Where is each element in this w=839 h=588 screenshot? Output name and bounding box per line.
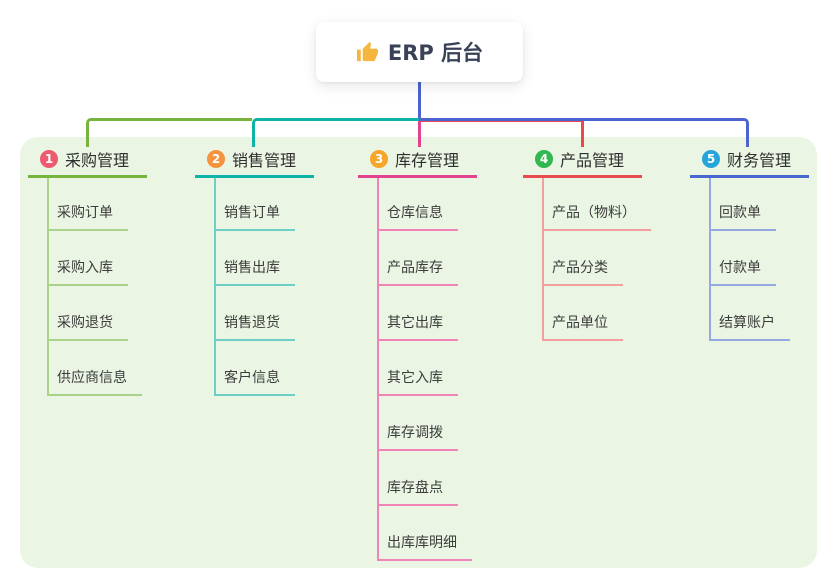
branch-purchase: 1 采购管理 采购订单 采购入库 采购退货 供应商信息	[28, 148, 188, 396]
branch4-connector-drop	[581, 121, 584, 147]
branch-spine-line	[709, 178, 711, 339]
branch-number-badge: 5	[702, 150, 720, 168]
leaf-node[interactable]: 其它入库	[377, 367, 458, 396]
branch-number-badge: 4	[535, 150, 553, 168]
leaf-node[interactable]: 库存调拨	[377, 422, 458, 451]
branch3-connector-drop	[418, 121, 421, 147]
branch-title-label: 产品管理	[560, 151, 625, 170]
branch-number-badge: 3	[370, 150, 388, 168]
branch-sales: 2 销售管理 销售订单 销售出库 销售退货 客户信息	[195, 148, 355, 396]
leaf-node[interactable]: 出库库明细	[377, 532, 472, 561]
branch-inventory: 3 库存管理 仓库信息 产品库存 其它出库 其它入库 库存调拨 库存盘点 出库库…	[358, 148, 518, 561]
branch-number-badge: 2	[207, 150, 225, 168]
branch-number-badge: 1	[40, 150, 58, 168]
branch2-connector-line	[252, 118, 419, 147]
branches-panel-background	[20, 137, 817, 568]
branch-spine-line	[214, 178, 216, 394]
leaf-node[interactable]: 产品（物料）	[542, 202, 651, 231]
root-node[interactable]: ERP 后台	[316, 22, 523, 82]
leaf-node[interactable]: 其它出库	[377, 312, 458, 341]
branch-spine-line	[47, 178, 49, 394]
leaf-node[interactable]: 采购订单	[47, 202, 128, 231]
leaf-node[interactable]: 付款单	[709, 257, 776, 286]
leaf-node[interactable]: 供应商信息	[47, 367, 142, 396]
branch-title-node[interactable]: 3 库存管理	[358, 148, 477, 178]
leaf-node[interactable]: 采购入库	[47, 257, 128, 286]
leaf-node[interactable]: 采购退货	[47, 312, 128, 341]
leaf-node[interactable]: 仓库信息	[377, 202, 458, 231]
leaf-node[interactable]: 回款单	[709, 202, 776, 231]
leaf-node[interactable]: 产品库存	[377, 257, 458, 286]
branch-title-label: 采购管理	[65, 151, 130, 170]
branch-title-label: 库存管理	[395, 151, 460, 170]
branch-title-node[interactable]: 2 销售管理	[195, 148, 314, 178]
branch-title-label: 销售管理	[232, 151, 297, 170]
branch-spine-line	[377, 178, 379, 559]
root-node-label: ERP 后台	[387, 41, 484, 65]
leaf-node[interactable]: 产品单位	[542, 312, 623, 341]
branch-title-node[interactable]: 4 产品管理	[523, 148, 642, 178]
branch1-connector-line	[86, 118, 252, 147]
leaf-node[interactable]: 客户信息	[214, 367, 295, 396]
thumbs-up-icon	[356, 41, 379, 64]
leaf-node[interactable]: 库存盘点	[377, 477, 458, 506]
branch-title-label: 财务管理	[727, 151, 792, 170]
branch-title-node[interactable]: 5 财务管理	[690, 148, 809, 178]
branch-title-node[interactable]: 1 采购管理	[28, 148, 147, 178]
branch5-connector-line	[419, 118, 749, 147]
leaf-node[interactable]: 结算账户	[709, 312, 790, 341]
leaf-node[interactable]: 销售退货	[214, 312, 295, 341]
leaf-node[interactable]: 产品分类	[542, 257, 623, 286]
branch-spine-line	[542, 178, 544, 339]
root-connector-line	[418, 82, 421, 119]
leaf-node[interactable]: 销售出库	[214, 257, 295, 286]
branch-finance: 5 财务管理 回款单 付款单 结算账户	[690, 148, 839, 341]
branch-product: 4 产品管理 产品（物料） 产品分类 产品单位	[523, 148, 683, 341]
leaf-node[interactable]: 销售订单	[214, 202, 295, 231]
